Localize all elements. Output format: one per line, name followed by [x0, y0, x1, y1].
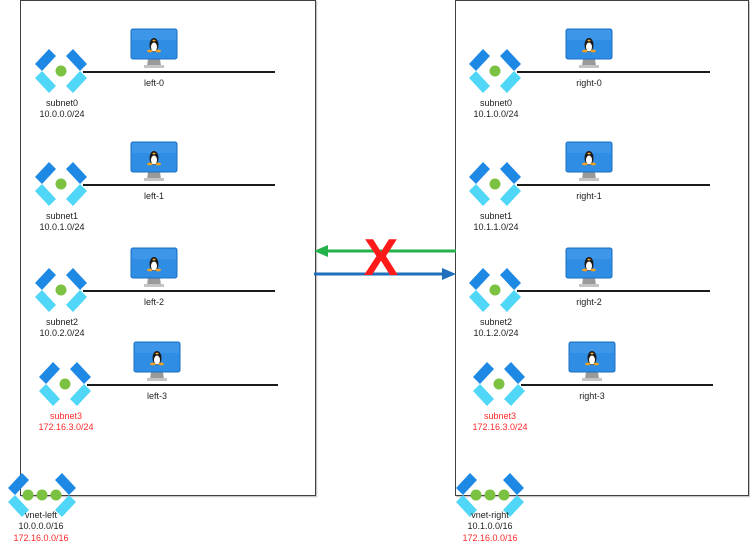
- subnet-name-label: subnet2: [45, 317, 79, 327]
- vm-name-label: left-1: [143, 191, 165, 201]
- subnet-name-label: subnet0: [479, 98, 513, 108]
- subnet-name-label: subnet0: [45, 98, 79, 108]
- subnet-prefix-label: 10.1.1.0/24: [473, 222, 519, 232]
- subnet-icon[interactable]: [465, 46, 525, 98]
- subnet-connector-line: [83, 184, 275, 186]
- subnet-connector-line: [517, 71, 710, 73]
- vm-name-label: right-1: [576, 191, 602, 201]
- subnet-icon[interactable]: [31, 159, 91, 211]
- vnet-icon[interactable]: [4, 470, 80, 522]
- subnet-name-label: subnet2: [479, 317, 513, 327]
- vm-name-label: right-0: [576, 78, 602, 88]
- subnet-connector-line: [83, 290, 275, 292]
- subnet-connector-line: [517, 184, 710, 186]
- vnet-address-space-label: 10.1.0.0/16: [467, 521, 513, 531]
- vm-name-label: right-2: [576, 297, 602, 307]
- vm-name-label: left-0: [143, 78, 165, 88]
- subnet-connector-line: [87, 384, 278, 386]
- subnet-name-label: subnet1: [479, 211, 513, 221]
- vnet-name-label: vnet-left: [24, 510, 58, 520]
- subnet-prefix-label: 172.16.3.0/24: [38, 422, 94, 432]
- linux-vm-icon[interactable]: [565, 247, 613, 291]
- arrow-right-to-left[interactable]: [314, 245, 456, 257]
- subnet-connector-line: [517, 290, 710, 292]
- subnet-name-label: subnet3: [49, 411, 83, 421]
- subnet-icon[interactable]: [35, 359, 95, 411]
- vm-name-label: left-3: [146, 391, 168, 401]
- blocked-x-mark: X: [363, 229, 399, 287]
- vnet-icon[interactable]: [452, 470, 528, 522]
- subnet-icon[interactable]: [31, 46, 91, 98]
- peering-arrows: [314, 245, 456, 280]
- vnet-address-space-label: 10.0.0.0/16: [18, 521, 64, 531]
- linux-vm-icon[interactable]: [568, 341, 616, 385]
- vm-name-label: left-2: [143, 297, 165, 307]
- linux-vm-icon[interactable]: [130, 28, 178, 72]
- linux-vm-icon[interactable]: [565, 28, 613, 72]
- subnet-icon[interactable]: [31, 265, 91, 317]
- linux-vm-icon[interactable]: [130, 247, 178, 291]
- subnet-prefix-label: 10.1.2.0/24: [473, 328, 519, 338]
- subnet-name-label: subnet1: [45, 211, 79, 221]
- vnet-overlapping-address-space-label: 172.16.0.0/16: [462, 533, 518, 543]
- subnet-prefix-label: 10.1.0.0/24: [473, 109, 519, 119]
- subnet-icon[interactable]: [465, 265, 525, 317]
- subnet-connector-line: [521, 384, 713, 386]
- vnet-name-label: vnet-right: [471, 510, 509, 520]
- vnet-overlapping-address-space-label: 172.16.0.0/16: [13, 533, 69, 543]
- linux-vm-icon[interactable]: [133, 341, 181, 385]
- arrow-left-to-right[interactable]: [314, 268, 456, 280]
- subnet-connector-line: [83, 71, 275, 73]
- subnet-name-label: subnet3: [483, 411, 517, 421]
- subnet-prefix-label: 172.16.3.0/24: [472, 422, 528, 432]
- subnet-prefix-label: 10.0.1.0/24: [39, 222, 85, 232]
- linux-vm-icon[interactable]: [130, 141, 178, 185]
- subnet-icon[interactable]: [465, 159, 525, 211]
- vm-name-label: right-3: [579, 391, 605, 401]
- subnet-icon[interactable]: [469, 359, 529, 411]
- linux-vm-icon[interactable]: [565, 141, 613, 185]
- subnet-prefix-label: 10.0.2.0/24: [39, 328, 85, 338]
- subnet-prefix-label: 10.0.0.0/24: [39, 109, 85, 119]
